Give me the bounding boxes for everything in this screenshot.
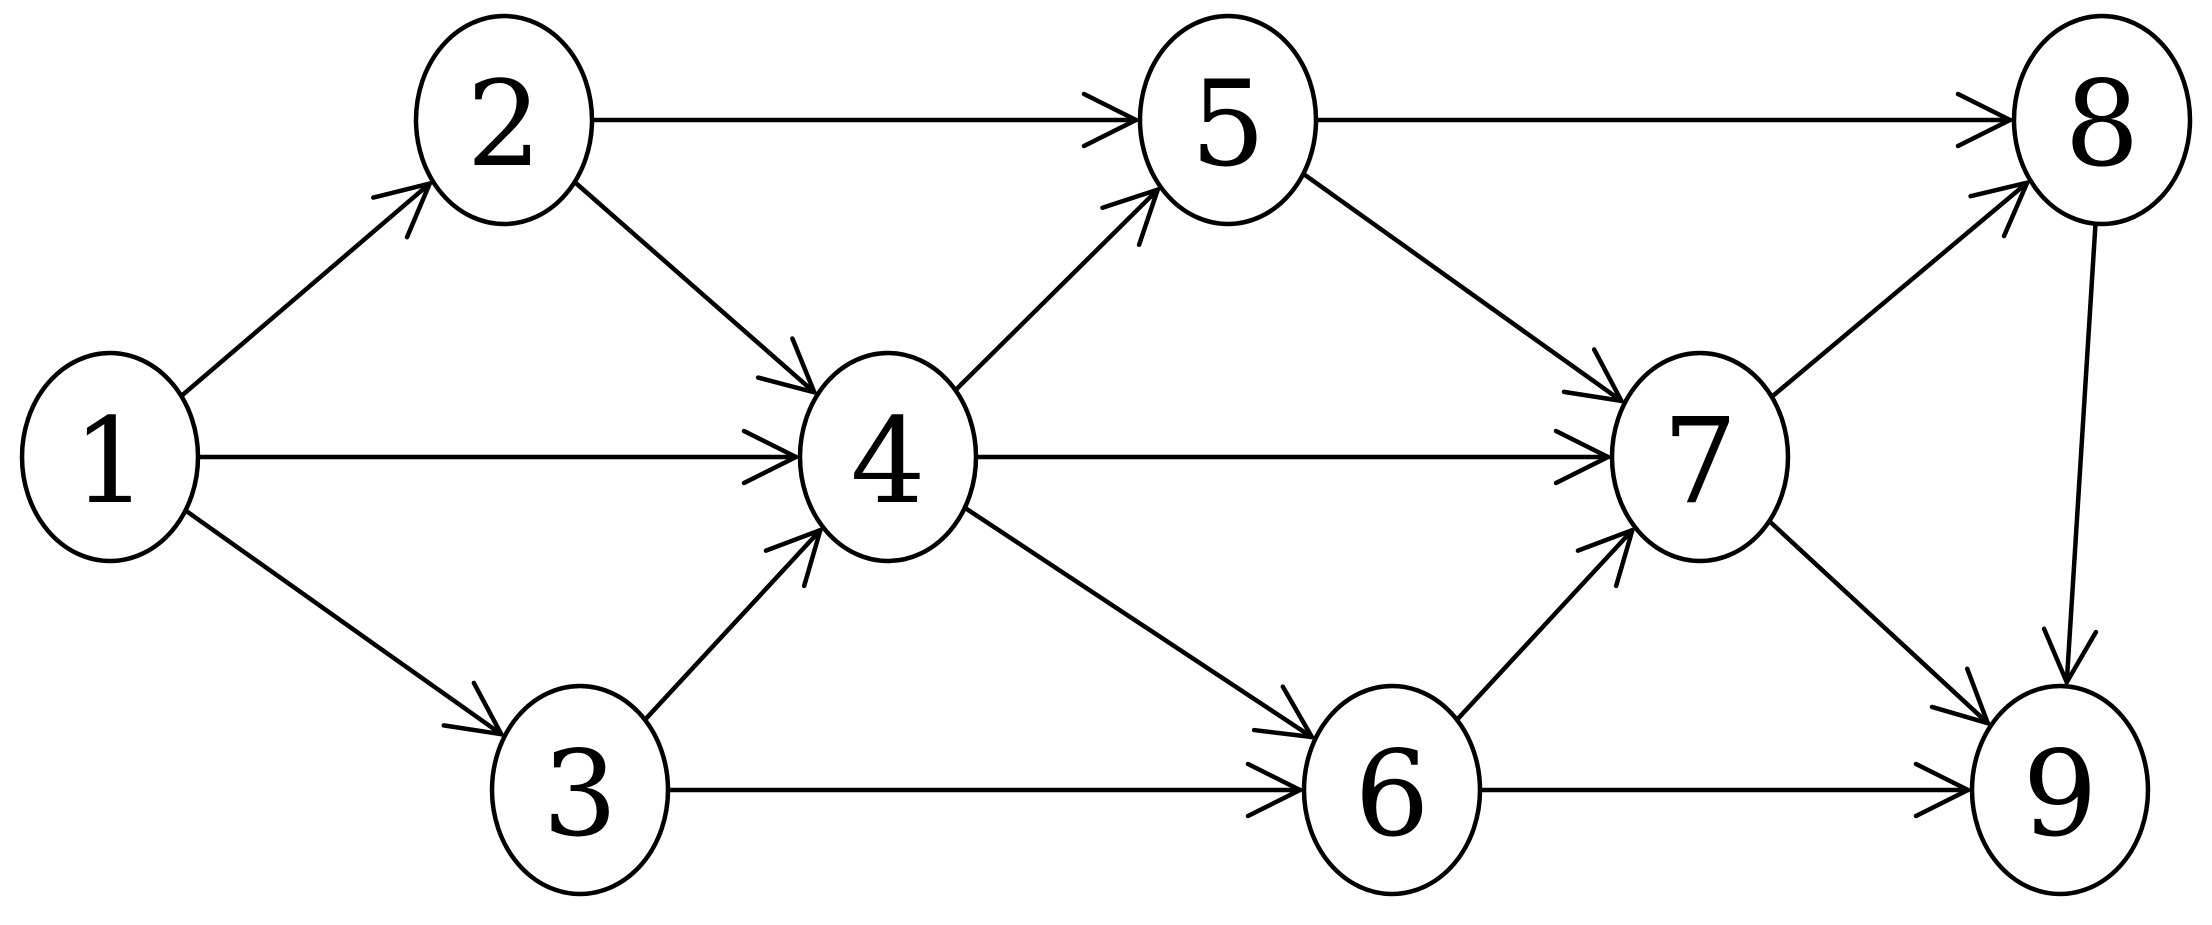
edge-8-to-9 xyxy=(2041,221,2099,685)
edge-5-to-7 xyxy=(1301,171,1624,404)
node-label: 1 xyxy=(72,392,147,530)
edge-6-to-7 xyxy=(1454,527,1635,723)
arrowhead-icon xyxy=(2041,626,2099,685)
arrowhead-icon xyxy=(1251,684,1315,740)
arrowhead-icon xyxy=(1081,91,1139,149)
edge-line xyxy=(183,508,504,737)
node-label: 6 xyxy=(1354,725,1429,863)
arrowhead-icon xyxy=(1913,761,1971,819)
edge-line xyxy=(1769,180,2030,400)
edge-2-to-4 xyxy=(572,179,817,395)
node-circle xyxy=(797,350,979,564)
arrowhead-icon xyxy=(755,336,817,395)
node-circle xyxy=(1301,683,1483,897)
node-label: 7 xyxy=(1662,392,1737,530)
edge-line xyxy=(953,187,1160,393)
node-6: 6 xyxy=(1301,683,1483,897)
edge-line xyxy=(179,181,432,399)
arrowhead-icon xyxy=(1968,180,2030,239)
edge-1-to-3 xyxy=(183,508,504,737)
arrowhead-icon xyxy=(1245,761,1303,819)
node-label: 5 xyxy=(1190,55,1265,193)
arrowhead-icon xyxy=(1929,666,1991,726)
node-7: 7 xyxy=(1609,350,1791,564)
arrowhead-icon xyxy=(1575,527,1635,589)
edge-1-to-4 xyxy=(195,428,799,486)
node-circle xyxy=(1969,683,2151,897)
edge-5-to-8 xyxy=(1313,91,2013,149)
node-circle xyxy=(1609,350,1791,564)
edge-3-to-4 xyxy=(642,527,823,723)
edge-7-to-9 xyxy=(1767,518,1991,726)
arrowhead-icon xyxy=(1561,347,1624,404)
node-3: 3 xyxy=(489,683,671,897)
edge-line xyxy=(1301,171,1624,404)
edge-line xyxy=(1454,527,1635,723)
arrowhead-icon xyxy=(741,428,799,486)
node-2: 2 xyxy=(413,13,595,227)
node-circle xyxy=(413,13,595,227)
edge-line xyxy=(642,527,823,723)
node-9: 9 xyxy=(1969,683,2151,897)
node-8: 8 xyxy=(2011,13,2193,227)
edge-2-to-5 xyxy=(589,91,1139,149)
edge-6-to-9 xyxy=(1477,761,1971,819)
node-4: 4 xyxy=(797,350,979,564)
node-label: 4 xyxy=(850,392,925,530)
edges-layer xyxy=(179,91,2099,819)
edge-line xyxy=(2064,221,2098,685)
edge-line xyxy=(572,179,817,395)
node-label: 9 xyxy=(2022,725,2097,863)
node-label: 2 xyxy=(466,55,541,193)
arrowhead-icon xyxy=(763,527,823,589)
node-circle xyxy=(1137,13,1319,227)
arrowhead-icon xyxy=(1100,187,1160,247)
nodes-layer: 1 2 3 4 5 6 7 8 9 xyxy=(19,13,2193,897)
node-label: 3 xyxy=(542,725,617,863)
arrowhead-icon xyxy=(1553,428,1611,486)
edge-3-to-6 xyxy=(665,761,1303,819)
edge-line xyxy=(962,505,1315,740)
edge-7-to-8 xyxy=(1769,180,2030,400)
node-1: 1 xyxy=(19,350,201,564)
edge-4-to-5 xyxy=(953,187,1160,393)
node-circle xyxy=(2011,13,2193,227)
node-5: 5 xyxy=(1137,13,1319,227)
node-circle xyxy=(489,683,671,897)
edge-4-to-7 xyxy=(973,428,1611,486)
node-circle xyxy=(19,350,201,564)
arrowhead-icon xyxy=(371,181,432,240)
edge-4-to-6 xyxy=(962,505,1315,740)
edge-line xyxy=(1767,518,1991,726)
arrowhead-icon xyxy=(1955,91,2013,149)
node-label: 8 xyxy=(2064,55,2139,193)
edge-1-to-2 xyxy=(179,181,432,399)
arrowhead-icon xyxy=(441,680,504,737)
